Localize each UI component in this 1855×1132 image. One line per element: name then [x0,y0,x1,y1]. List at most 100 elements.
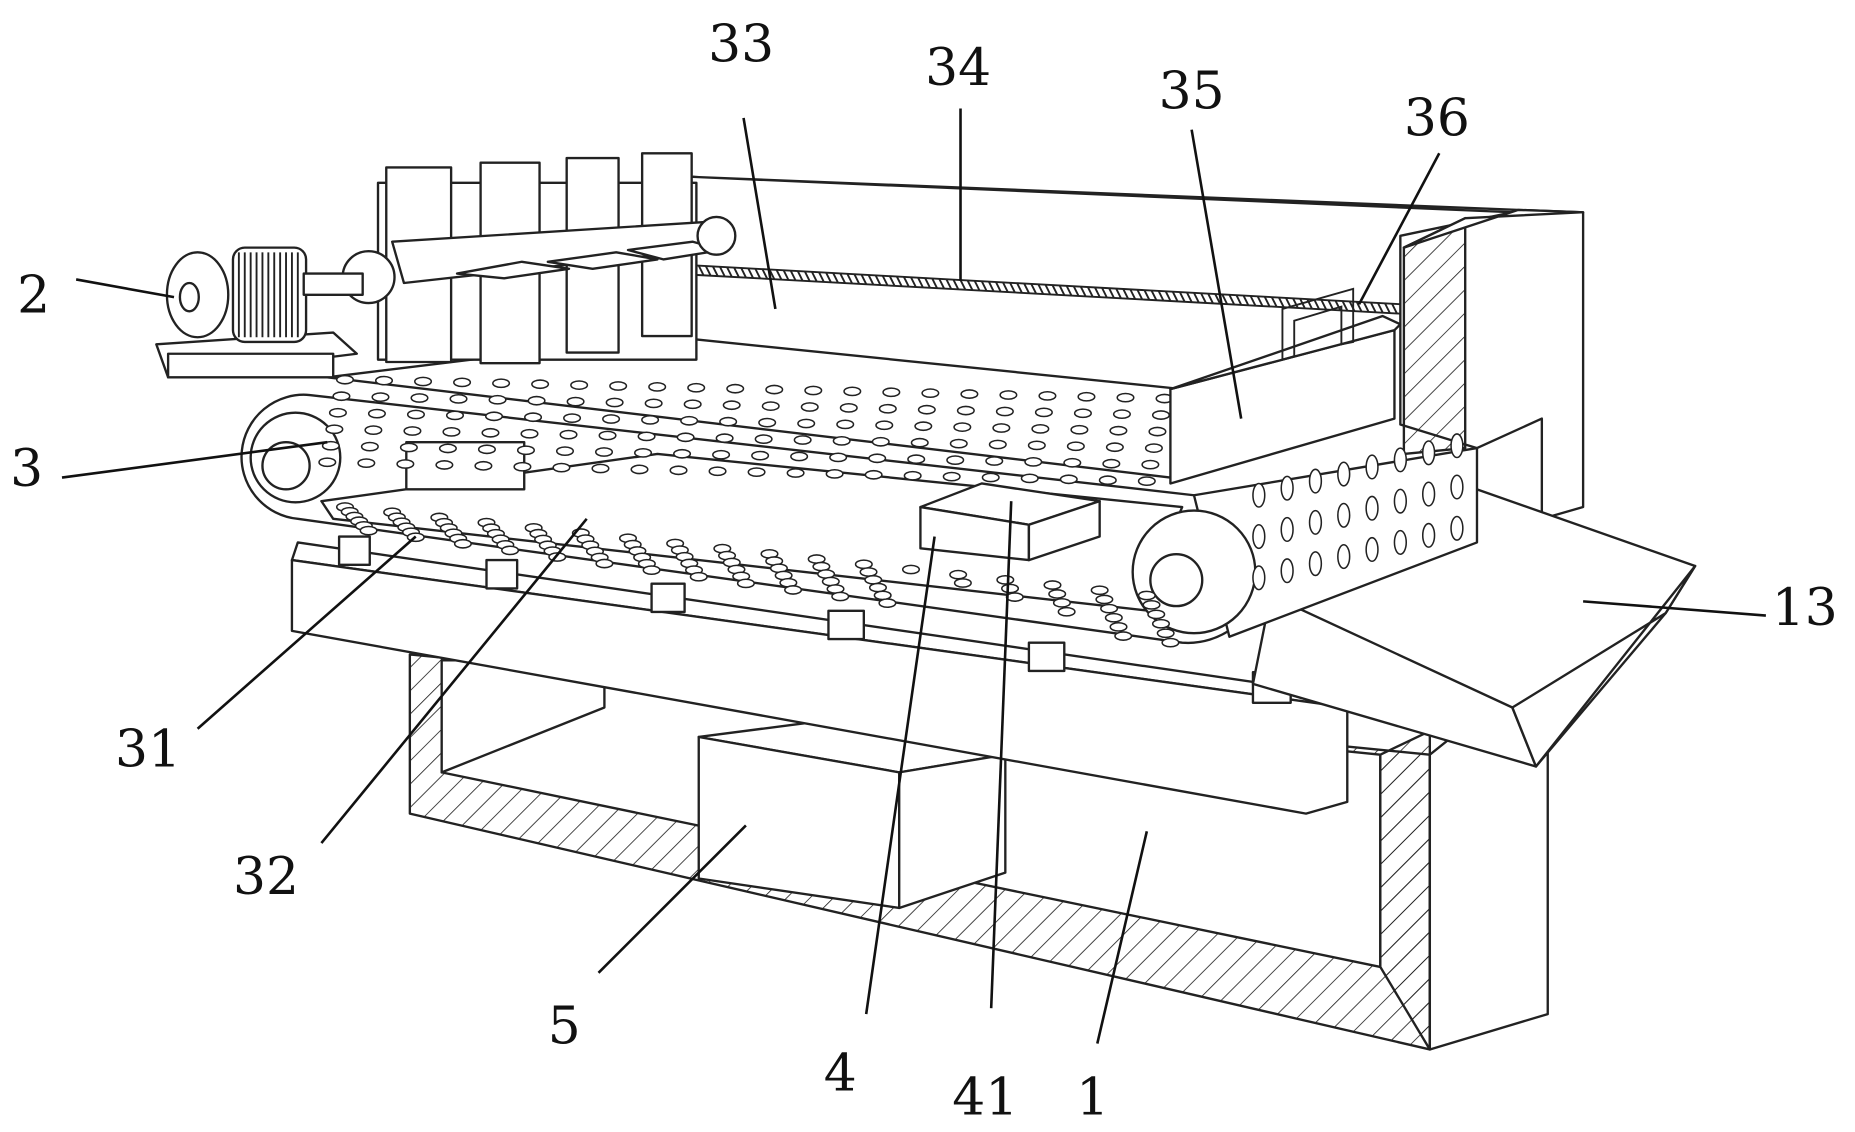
thread [1130,289,1135,298]
hole [1149,427,1166,435]
hole [755,435,772,443]
thread [1251,296,1256,305]
hole [514,463,531,471]
thread [996,282,1001,291]
motor [156,248,362,378]
hole [1110,623,1127,631]
hole [1039,392,1056,400]
thread [961,280,966,289]
hole [785,586,802,594]
cutting-blades [343,153,736,363]
thread [1031,284,1036,293]
hole [1281,559,1293,583]
thread [762,269,767,278]
hole [876,421,893,429]
hole [833,437,850,445]
hole [860,568,877,576]
hole [670,466,687,474]
hole [1007,593,1024,601]
hole [365,426,382,434]
thread [819,272,824,281]
thread [1201,293,1206,302]
thread [1060,285,1065,294]
thread [1364,302,1369,311]
thread [1343,301,1348,310]
hole [450,395,467,403]
thread [1095,287,1100,296]
hole [759,418,776,426]
thread [812,272,817,281]
hole [1021,474,1038,482]
hole [643,566,660,574]
hole [408,410,425,418]
hole [397,460,414,468]
hole [1366,455,1378,479]
hole [684,400,701,408]
hole [798,419,815,427]
hole [791,452,808,460]
hole [951,439,968,447]
hole [950,571,967,579]
thread [1328,300,1333,309]
thread [854,274,859,283]
thread [706,266,711,275]
thread [918,278,923,287]
thread [1244,296,1249,305]
hole [502,546,519,554]
thread [1102,288,1107,297]
thread [1272,297,1277,306]
hole [982,473,999,481]
hole [1103,460,1120,468]
hole [1044,581,1061,589]
thread [939,279,944,288]
label-motor: 2 [17,265,50,325]
hole [1068,442,1085,450]
hole [1153,620,1170,628]
hole [1338,545,1350,569]
hole [832,592,849,600]
label-support-column: 41 [952,1067,1018,1127]
hole [869,454,886,462]
hole [794,436,811,444]
hole [610,382,627,390]
thread [861,275,866,284]
hole [1096,595,1113,603]
hole [830,453,847,461]
hole [443,428,460,436]
hole [606,398,623,406]
hole [560,430,577,438]
thread [1109,288,1114,297]
hole [1394,531,1406,555]
hole [1423,482,1435,506]
hole [879,599,896,607]
hole [943,472,960,480]
thread [1321,300,1326,309]
hole [333,392,350,400]
hole [880,405,897,413]
thread [1144,290,1149,299]
hole [638,432,655,440]
thread [946,279,951,288]
thread [791,271,796,280]
label-chute: 13 [1772,578,1838,638]
hole [954,423,971,431]
hole [475,462,492,470]
hole [1115,632,1132,640]
hole [1091,586,1108,594]
hole [1143,601,1160,609]
thread [1045,285,1050,294]
label-conveyor: 3 [10,439,43,499]
hole [1451,516,1463,540]
hole [904,472,921,480]
thread [741,268,746,277]
thread [1088,287,1093,296]
hole [872,438,889,446]
label-plate: 33 [708,14,774,74]
hole [1366,496,1378,520]
thread [1052,285,1057,294]
hole [1025,458,1042,466]
hole [330,409,347,417]
hole [865,576,882,584]
thread [1081,287,1086,296]
hole [709,467,726,475]
